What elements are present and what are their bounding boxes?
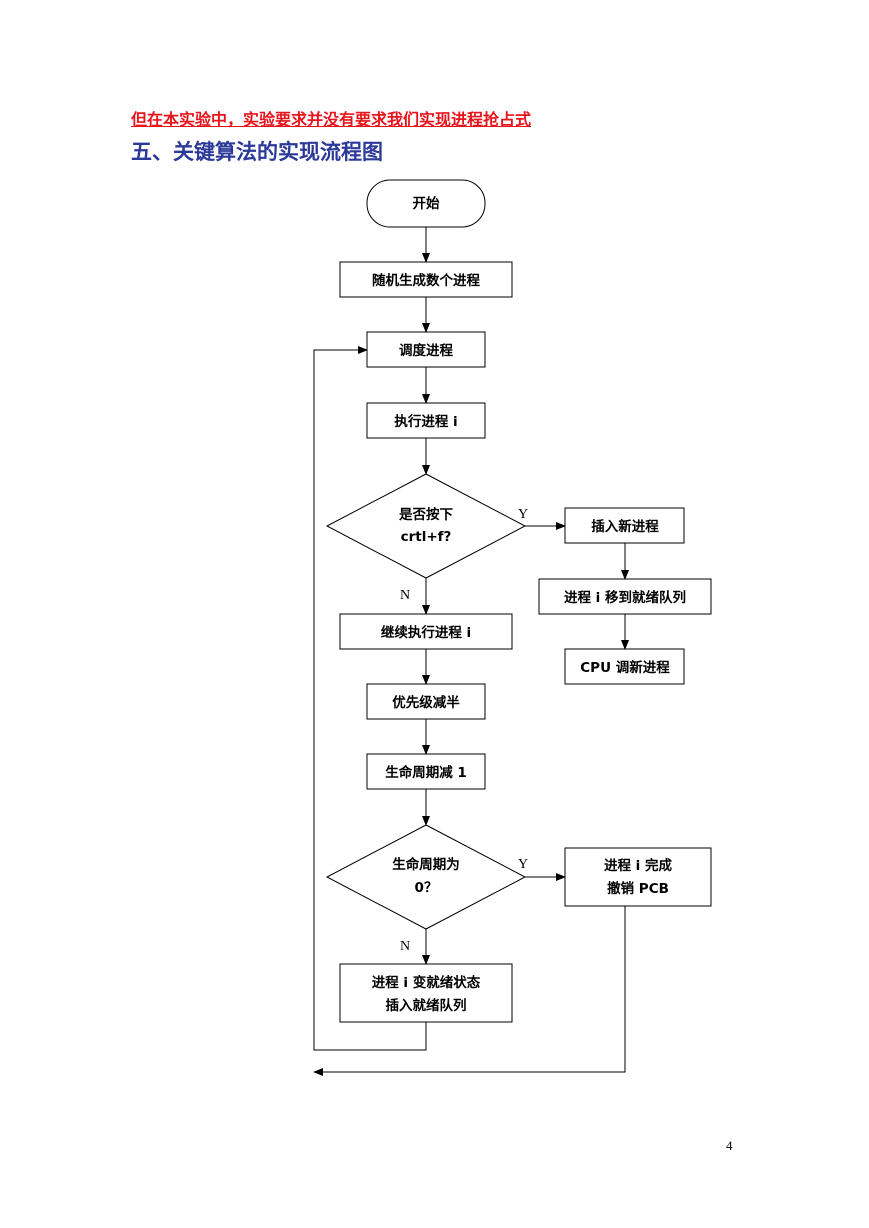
finish-box	[564, 847, 712, 907]
decision2-line2: 0？	[415, 880, 438, 896]
yes-label-1: Y	[518, 507, 528, 522]
schedule-text: 调度进程	[399, 342, 453, 359]
to-ready-line2: 插入就绪队列	[386, 997, 467, 1014]
yes-label-2: Y	[518, 857, 528, 872]
decision-ctrl-f	[325, 473, 527, 579]
start-text: 开始	[413, 195, 440, 212]
notice-text: 但在本实验中，实验要求并没有要求我们实现进程抢占式	[131, 110, 532, 129]
to-ready-line1: 进程 i 变就绪状态	[372, 974, 481, 991]
halve-priority-text: 优先级减半	[392, 694, 460, 711]
decision1-line2: crtl+f?	[401, 529, 452, 545]
no-label-1: N	[400, 588, 410, 603]
insert-new-text: 插入新进程	[591, 518, 659, 535]
finish-return-line	[313, 906, 626, 1076]
decision2-line1: 生命周期为	[392, 856, 460, 873]
page-number: 4	[726, 1138, 733, 1153]
execute-text: 执行进程 i	[394, 413, 457, 430]
finish-line1: 进程 i 完成	[604, 857, 673, 874]
cpu-schedule-text: CPU 调新进程	[580, 659, 670, 676]
no-label-2: N	[400, 939, 410, 954]
decision-life-zero	[325, 824, 527, 930]
decision1-line1: 是否按下	[399, 506, 453, 523]
move-ready-text: 进程 i 移到就绪队列	[564, 589, 686, 606]
generate-text: 随机生成数个进程	[372, 272, 480, 289]
loop-back-line	[313, 346, 427, 1051]
section-heading: 五、关键算法的实现流程图	[131, 140, 383, 164]
finish-line2: 撤销 PCB	[607, 880, 669, 897]
decrement-life-text: 生命周期减 1	[385, 764, 467, 781]
continue-exec-text: 继续执行进程 i	[381, 624, 471, 641]
